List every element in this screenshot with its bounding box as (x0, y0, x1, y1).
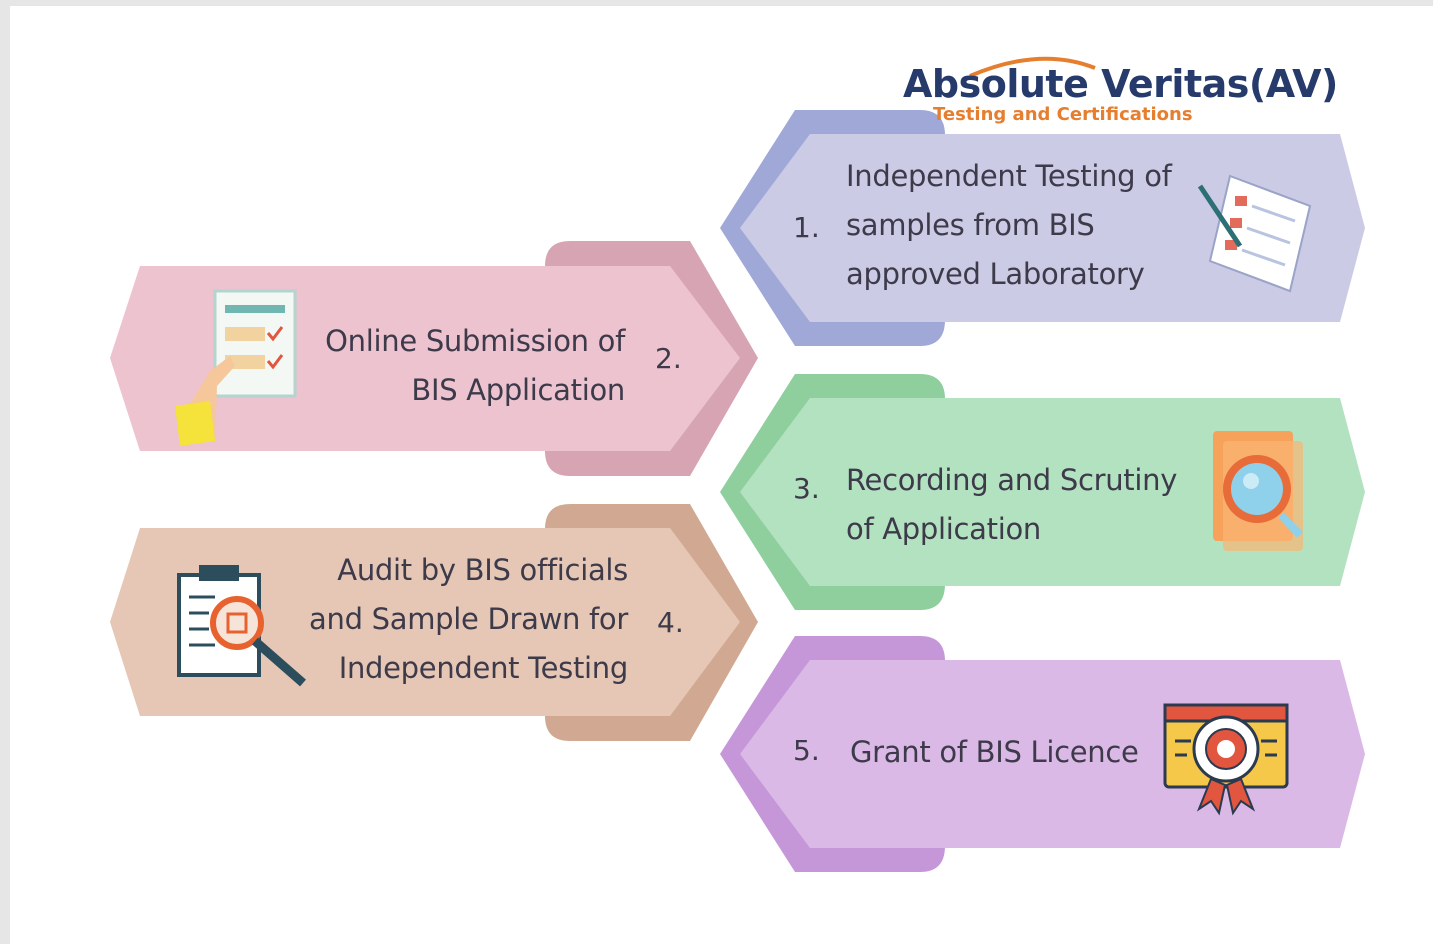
checklist-document-icon (1197, 174, 1312, 293)
step-3-line-1: Recording and Scrutiny (846, 463, 1178, 497)
step-4-text: Audit by BIS officials and Sample Drawn … (309, 546, 628, 693)
step-3-number: 3. (793, 472, 820, 505)
document-magnifier-icon (1213, 431, 1303, 551)
step-3-shape (720, 374, 1365, 610)
step-1-line-3: approved Laboratory (846, 257, 1145, 291)
step-2-number: 2. (655, 342, 682, 375)
step-1-line-2: samples from BIS (846, 208, 1095, 242)
step-4-line-2: and Sample Drawn for (309, 602, 628, 636)
step-5-line-1: Grant of BIS Licence (850, 735, 1139, 769)
step-4-line-3: Independent Testing (338, 651, 629, 685)
step-2-line-2: BIS Application (411, 373, 625, 407)
logo-swoosh (969, 56, 1096, 78)
logo-title: Absolute Veritas(AV) (903, 62, 1338, 106)
step-4-shape (110, 504, 758, 741)
step-5-number: 5. (793, 734, 820, 767)
step-4-number: 4. (657, 606, 684, 639)
step-5-text: Grant of BIS Licence (850, 728, 1139, 777)
step-1-shape (720, 110, 1365, 346)
clipboard-inspection-icon (177, 565, 306, 687)
step-4-line-1: Audit by BIS officials (337, 553, 628, 587)
diagram-canvas: Absolute Veritas(AV) Testing and Certifi… (10, 6, 1433, 944)
step-1-line-1: Independent Testing of (846, 159, 1172, 193)
certificate-badge-icon (1163, 703, 1289, 816)
step-1-text: Independent Testing of samples from BIS … (846, 152, 1172, 299)
online-form-hand-icon (175, 289, 297, 446)
step-1-number: 1. (793, 211, 820, 244)
step-3-text: Recording and Scrutiny of Application (846, 456, 1177, 554)
step-2-text: Online Submission of BIS Application (325, 317, 625, 415)
process-flow-diagram (110, 56, 1365, 872)
step-3-line-2: of Application (846, 512, 1042, 546)
step-2-line-1: Online Submission of (325, 324, 625, 358)
logo-subtitle: Testing and Certifications (933, 104, 1193, 125)
